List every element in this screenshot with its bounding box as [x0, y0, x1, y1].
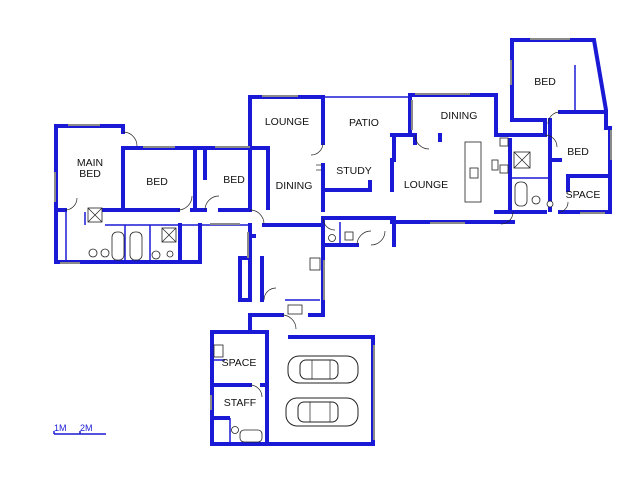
room-label-lounge-1: LOUNGE — [265, 116, 309, 128]
room-labels: MAIN BED BED BED LOUNGE DINING PATIO STU… — [77, 76, 601, 409]
kitchen-walls — [238, 223, 325, 334]
room-label-lounge-2: LOUNGE — [404, 179, 448, 191]
toilet-icon — [151, 250, 161, 260]
basin-icon — [499, 164, 509, 174]
room-label-main-bed-line1: MAIN — [77, 157, 103, 169]
basin-icon — [213, 344, 224, 358]
windows — [54, 38, 612, 440]
basin-icon — [546, 200, 554, 208]
stove-icon — [469, 167, 479, 179]
sink-icon — [491, 159, 499, 171]
stove-icon — [309, 257, 321, 271]
room-label-dining-1: DINING — [276, 180, 313, 192]
scale-label-1m: 1M — [54, 423, 67, 433]
room-label-bed-3: BED — [534, 76, 556, 88]
room-label-main-bed-line2: BED — [79, 168, 101, 180]
car-top-icon — [285, 397, 359, 427]
room-label-bed-1: BED — [146, 176, 168, 188]
room-label-patio: PATIO — [349, 117, 379, 129]
room-label-bed-4: BED — [567, 146, 589, 158]
toilet-icon — [231, 426, 239, 434]
bathtub-icon — [129, 231, 143, 261]
toilet-icon — [328, 234, 336, 242]
sink-icon — [287, 304, 303, 315]
scale-bar: 1M 2M — [53, 423, 106, 435]
fixtures — [87, 137, 554, 443]
car-top-icon — [287, 355, 359, 384]
bathtub-icon — [514, 181, 528, 207]
doors — [64, 111, 569, 398]
basin-icon — [100, 248, 110, 258]
basin-icon — [166, 250, 174, 258]
toilet-icon — [88, 248, 98, 258]
bathtub-icon — [239, 429, 263, 443]
bathtub-icon — [111, 231, 125, 261]
basin-icon — [344, 231, 354, 241]
room-label-staff: STAFF — [224, 397, 256, 409]
room-label-space-2: SPACE — [222, 357, 257, 369]
room-label-study: STUDY — [336, 165, 372, 177]
room-label-space-1: SPACE — [566, 189, 601, 201]
room-label-dining-2: DINING — [441, 110, 478, 122]
basin-icon — [499, 137, 509, 147]
room-label-bed-2: BED — [223, 174, 245, 186]
scale-label-2m: 2M — [80, 423, 93, 433]
toilet-icon — [531, 195, 541, 205]
